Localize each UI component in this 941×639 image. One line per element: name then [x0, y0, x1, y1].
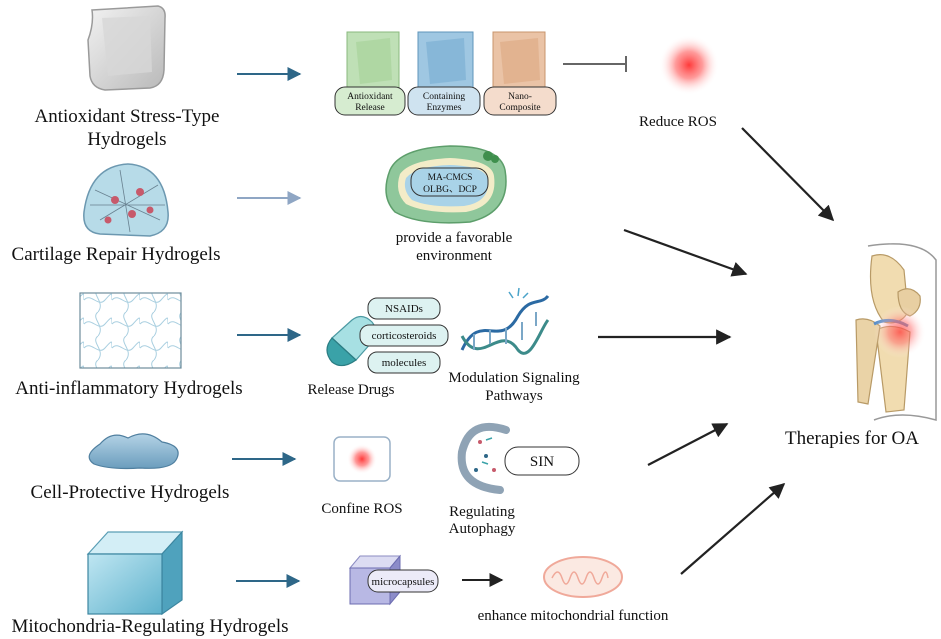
cell-protective-gel-icon — [88, 433, 179, 470]
nano-composite-tag — [483, 86, 557, 116]
nanocomposite-gel-square-icon — [492, 31, 546, 91]
modulation-line2: Pathways — [485, 388, 543, 404]
mitochondria-cube-icon — [86, 530, 184, 616]
mitochondria-to-therapy-arrow — [680, 482, 786, 575]
microcapsules-tag — [367, 569, 439, 593]
nsaids-label: NSAIDs — [385, 303, 423, 315]
autophagy-line1: Regulating — [449, 504, 515, 520]
containing-enzymes-tag-line2: Enzymes — [427, 103, 462, 113]
antioxidant-release-tag-line1: Antioxidant — [347, 92, 393, 102]
antioxidant-gel-icon — [87, 5, 166, 91]
favorable-environment-line2: environment — [416, 248, 493, 264]
matrix-line1: MA-CMCS — [428, 173, 473, 183]
favorable-environment-line1: provide a favorable — [396, 230, 513, 246]
confine-ros-label: Confine ROS — [321, 501, 402, 517]
autophagy-icon — [457, 422, 510, 494]
matrix-environment-icon — [385, 145, 507, 224]
inhibition-line — [563, 56, 627, 72]
ros-to-therapy-arrow — [741, 127, 835, 222]
microcapsules-label: microcapsules — [372, 576, 435, 588]
mitochondria-hydrogel-label: Mitochondria-Regulating Hydrogels — [11, 616, 288, 637]
mitochondrion-icon — [543, 556, 623, 598]
anti-inflammatory-hydrogel-label: Anti-inflammatory Hydrogels — [15, 378, 242, 399]
enhance-mitochondrial-label: enhance mitochondrial function — [478, 608, 669, 624]
nano-composite-tag-line1: Nano- — [508, 92, 532, 102]
knee-joint-icon — [855, 243, 937, 421]
modulation-line1: Modulation Signaling — [448, 370, 580, 386]
antioxidant-hydrogel-label-line1: Antioxidant Stress-Type — [35, 106, 220, 127]
containing-enzymes-tag — [407, 86, 481, 116]
enzyme-gel-square-icon — [417, 31, 474, 91]
cell-protective-hydrogel-label: Cell-Protective Hydrogels — [31, 482, 230, 503]
cartilage-hydrogel-label: Cartilage Repair Hydrogels — [12, 244, 221, 265]
autophagy-to-therapy-arrow — [647, 423, 729, 466]
reduce-ros-label: Reduce ROS — [639, 114, 717, 130]
molecules-label: molecules — [382, 357, 427, 369]
sin-tag — [504, 446, 580, 476]
containing-enzymes-tag-line1: Containing — [423, 92, 465, 102]
antioxidant-release-tag — [334, 86, 406, 116]
dna-helix-icon — [460, 287, 550, 355]
antioxidant-hydrogel-label-line2: Hydrogels — [87, 129, 166, 150]
matrix-line2: OLBG、DCP — [423, 185, 477, 195]
confine-ros-icon — [333, 436, 391, 482]
cartilage-gel-icon — [83, 163, 169, 237]
corticosteroids-label: corticosteroids — [372, 330, 437, 342]
therapies-for-oa-label: Therapies for OA — [785, 428, 919, 449]
release-drugs-label: Release Drugs — [307, 382, 394, 398]
sin-label: SIN — [530, 454, 554, 470]
matrix-composition-tag — [410, 167, 489, 197]
molecules-tag — [367, 351, 441, 374]
nsaids-tag — [367, 297, 441, 320]
ros-glow-icon — [659, 35, 719, 95]
autophagy-line2: Autophagy — [449, 521, 516, 537]
antioxidant-gel-square-icon — [346, 31, 400, 91]
environment-to-therapy-arrow — [623, 228, 748, 277]
nano-composite-tag-line2: Composite — [499, 103, 540, 113]
anti-inflammatory-gel-icon — [79, 292, 182, 369]
corticosteroids-tag — [359, 324, 449, 347]
antioxidant-release-tag-line2: Release — [355, 103, 385, 113]
